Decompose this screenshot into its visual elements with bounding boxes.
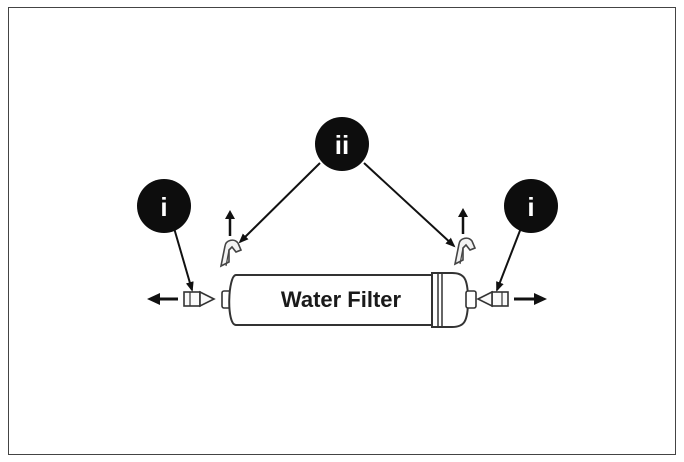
left-fitting-icon (183, 290, 216, 308)
right-fitting-icon (476, 290, 509, 308)
callout-i-right-label: i (527, 192, 534, 222)
diagram-frame (8, 7, 676, 455)
leader-ii-right (363, 162, 456, 248)
water-filter-cartridge: Water Filter (221, 272, 477, 328)
callout-i-left: i (137, 179, 191, 233)
filter-label: Water Filter (281, 287, 402, 312)
callout-ii-label: ii (335, 130, 349, 160)
right-pull-arrow-icon (514, 293, 547, 305)
locking-clip-right-icon (453, 237, 477, 266)
up-arrow-left-icon (225, 210, 235, 236)
up-arrow-right-icon (458, 208, 468, 234)
left-pull-arrow-icon (147, 293, 178, 305)
leader-ii-left (238, 162, 321, 244)
leader-i-left (173, 227, 194, 292)
locking-clip-left-icon (219, 239, 243, 268)
leader-i-right (496, 227, 522, 292)
callout-i-right: i (504, 179, 558, 233)
callout-ii: ii (315, 117, 369, 171)
callout-i-left-label: i (160, 192, 167, 222)
